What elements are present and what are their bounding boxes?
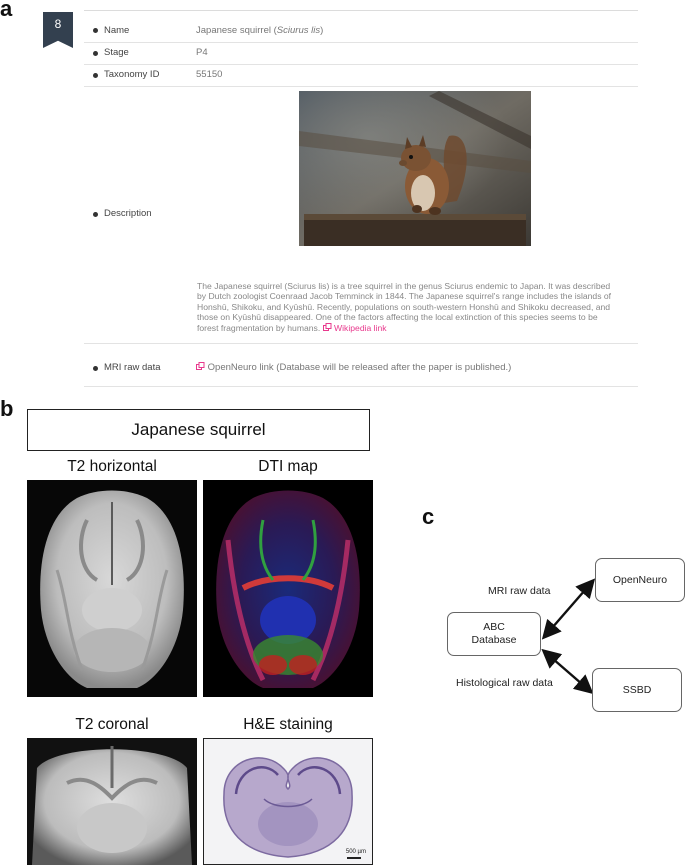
- external-link-icon: [322, 322, 332, 331]
- row-value-stage: P4: [196, 47, 208, 58]
- row-label: Stage: [104, 47, 129, 58]
- node-abc-database: ABC Database: [447, 612, 541, 656]
- openneuro-link[interactable]: OpenNeuro link (Database will be release…: [196, 362, 511, 373]
- t2-horizontal-title: T2 horizontal: [67, 458, 157, 475]
- row-value-taxonomy: 55150: [196, 69, 223, 80]
- he-staining-title: H&E staining: [243, 716, 333, 733]
- row-description: Description: [84, 86, 638, 344]
- dti-map-title: DTI map: [258, 458, 318, 475]
- entry-number-badge: 8: [43, 12, 73, 48]
- edge-label-histological: Histological raw data: [456, 677, 553, 689]
- row-taxonomy: Taxonomy ID 55150: [84, 64, 638, 87]
- row-label: Taxonomy ID: [104, 69, 160, 80]
- he-staining-frame: 500 µm: [203, 738, 373, 865]
- bullet-icon: [93, 73, 98, 78]
- wikipedia-link[interactable]: Wikipedia link: [322, 322, 387, 333]
- t2-horizontal-image: [27, 480, 197, 697]
- species-title-box: Japanese squirrel: [27, 409, 370, 451]
- external-link-icon: [196, 362, 205, 370]
- scale-bar: [347, 857, 361, 859]
- database-links-diagram: [541, 578, 596, 695]
- bullet-icon: [93, 212, 98, 217]
- panel-label-c: c: [422, 504, 435, 529]
- row-label: Name: [104, 25, 130, 36]
- row-label: MRI raw data: [104, 362, 161, 373]
- he-staining-image: [223, 757, 353, 858]
- squirrel-photo: [299, 91, 531, 246]
- row-name: Name Japanese squirrel (Sciurus lis): [84, 18, 638, 43]
- scale-bar-label: 500 µm: [345, 849, 366, 855]
- panel-label-a: a: [0, 0, 13, 21]
- bullet-icon: [93, 28, 98, 33]
- row-label: Description: [104, 208, 152, 219]
- row-stage: Stage P4: [84, 42, 638, 65]
- node-openneuro: OpenNeuro: [595, 558, 685, 602]
- edge-label-mri: MRI raw data: [488, 585, 551, 597]
- row-value-name: Japanese squirrel (Sciurus lis): [196, 25, 324, 36]
- description-text: The Japanese squirrel (Sciurus lis) is a…: [197, 281, 612, 333]
- arrow-abc-ssbd: [541, 648, 594, 695]
- bullet-icon: [93, 366, 98, 371]
- card-top-divider: [84, 10, 638, 11]
- node-ssbd: SSBD: [592, 668, 682, 712]
- arrow-abc-openneuro: [541, 578, 596, 640]
- row-mri: MRI raw data OpenNeuro link (Database wi…: [84, 344, 638, 387]
- bullet-icon: [93, 51, 98, 56]
- t2-coronal-title: T2 coronal: [75, 716, 149, 733]
- panel-label-b: b: [0, 396, 14, 421]
- dti-map-image: [203, 480, 373, 697]
- t2-coronal-image: [27, 738, 197, 865]
